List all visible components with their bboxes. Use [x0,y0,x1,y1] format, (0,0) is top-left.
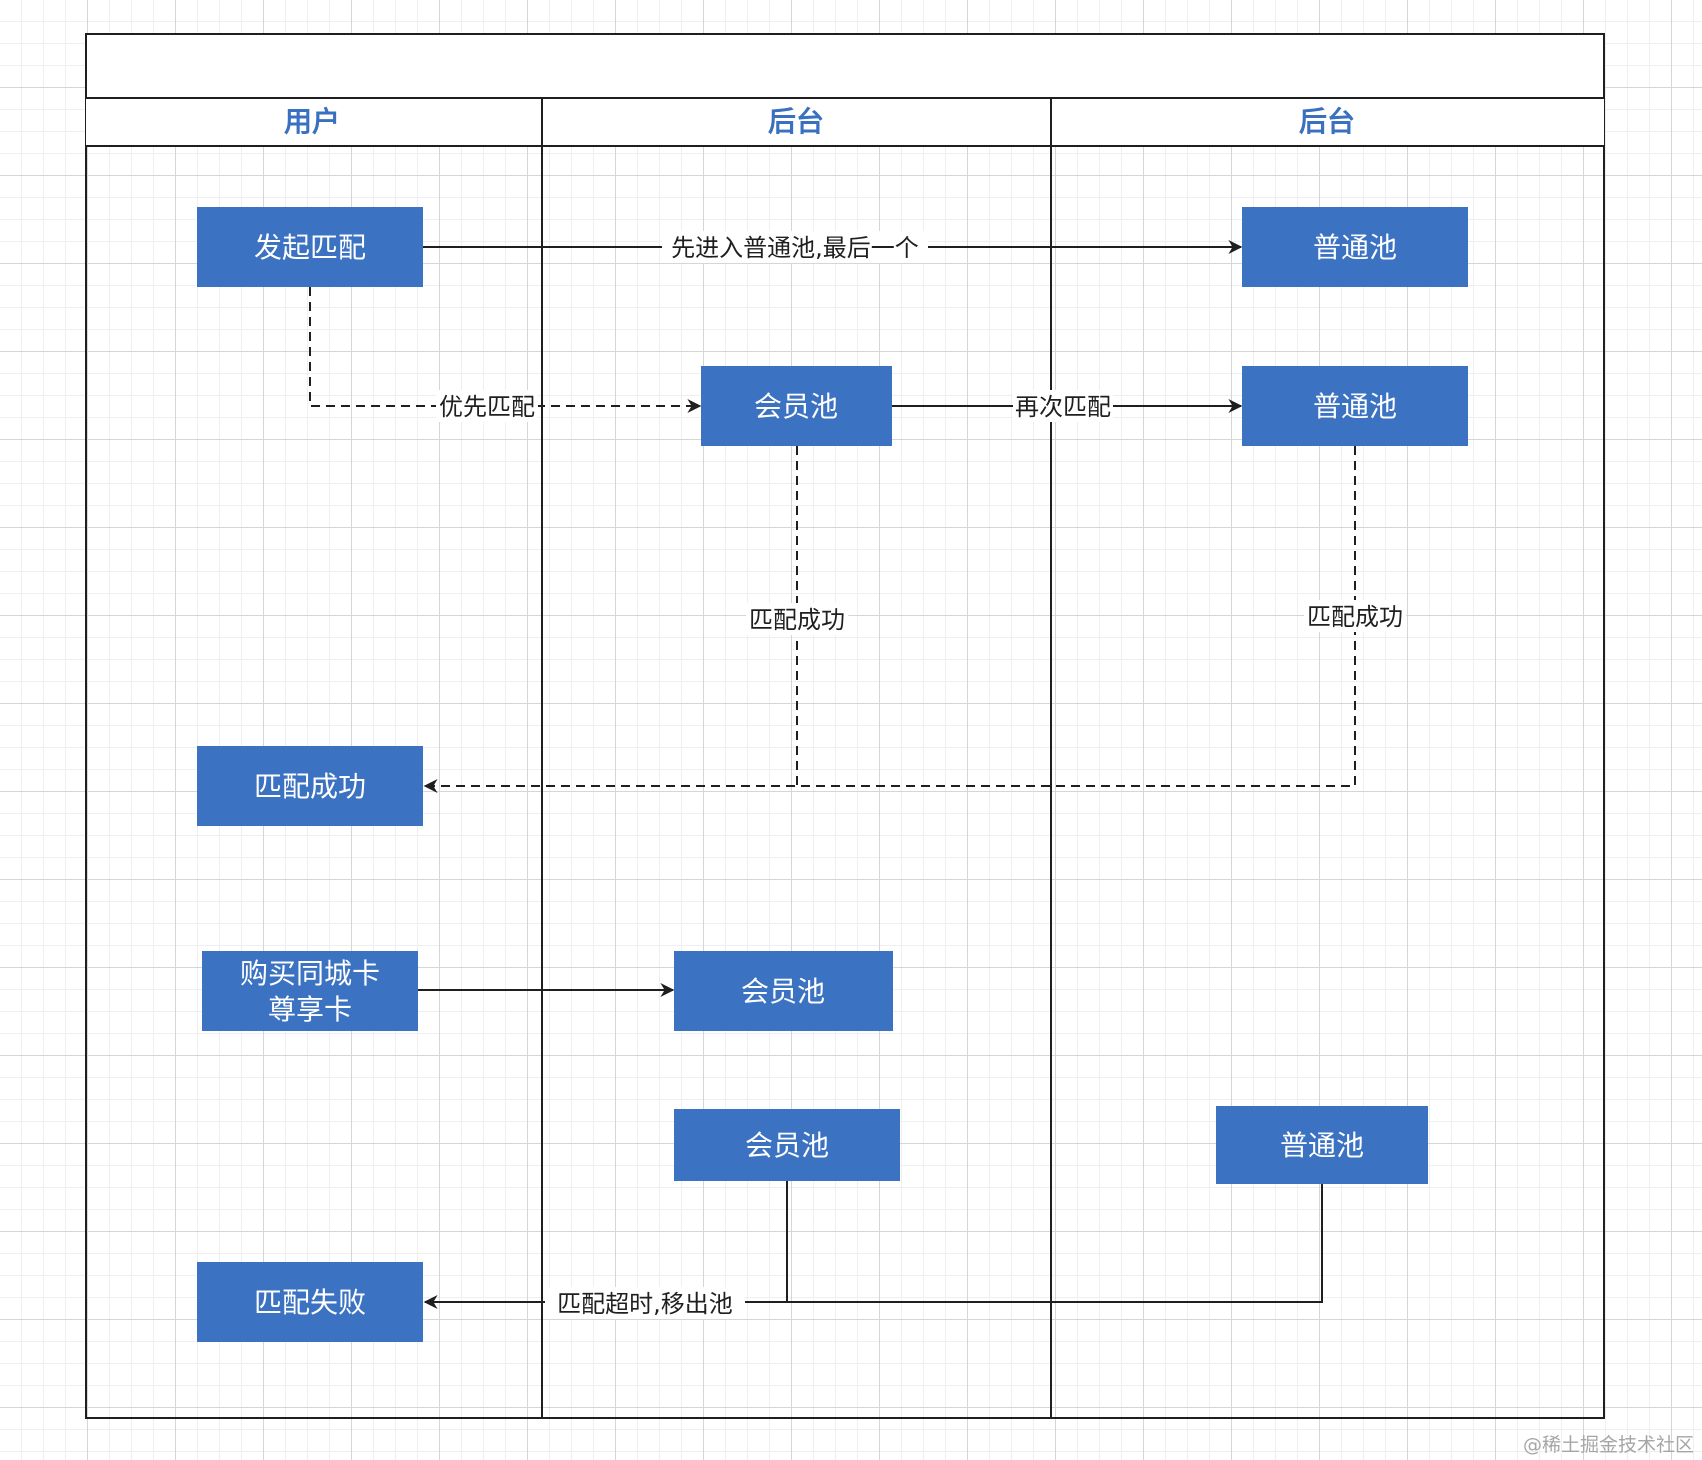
node-label: 匹配成功 [254,770,366,803]
edge-label-member-to-normal: 再次匹配 [1015,393,1111,421]
node-label: 会员池 [754,390,838,423]
node-box[interactable] [202,951,418,1031]
pool-header-band [85,33,1605,99]
swimlane-pool: 用户 后台 后台 [85,33,1605,1419]
node-member-pool-3[interactable]: 会员池 [674,1109,900,1181]
node-normal-pool-2[interactable]: 普通池 [1242,366,1468,446]
edge-label-start-to-member: 优先匹配 [439,393,535,421]
node-label: 会员池 [741,975,825,1008]
node-match-success[interactable]: 匹配成功 [197,746,423,826]
node-member-pool-1[interactable]: 会员池 [701,366,892,446]
edge-label-bg [746,603,848,635]
edge-labels: 先进入普通池,最后一个 优先匹配 再次匹配 匹配成功 匹配成功 匹配超时,移出池 [436,231,1406,1319]
node-box[interactable] [1242,366,1468,446]
lane-header-band [86,98,1604,146]
edge-label-bg [1013,390,1113,422]
edge-label-bg [662,231,928,263]
node-normal-pool-3[interactable]: 普通池 [1216,1106,1428,1184]
node-label: 普通池 [1313,231,1397,264]
edge-label-start-to-normal: 先进入普通池,最后一个 [671,234,919,262]
edge-label-member-success: 匹配成功 [749,606,845,634]
node-label: 匹配失败 [254,1286,366,1319]
node-label-line-2: 尊享卡 [268,993,352,1026]
edge-label-bg [545,1287,745,1319]
node-match-fail[interactable]: 匹配失败 [197,1262,423,1342]
node-box[interactable] [1242,207,1468,287]
lane-title-backend-2: 后台 [1299,105,1355,138]
node-normal-pool-1[interactable]: 普通池 [1242,207,1468,287]
edge-normal-pool-success[interactable] [423,446,1356,793]
node-box[interactable] [674,1109,900,1181]
node-box[interactable] [197,1262,423,1342]
lane-title-user: 用户 [284,105,340,138]
node-member-pool-2[interactable]: 会员池 [674,951,893,1031]
edge-label-bg [1304,600,1406,632]
node-label: 发起匹配 [254,231,366,264]
node-box[interactable] [197,207,423,287]
node-box[interactable] [197,746,423,826]
node-label: 普通池 [1280,1129,1364,1162]
node-label-line-1: 购买同城卡 [240,957,380,990]
edge-label-bg [436,390,538,422]
edge-start-to-member-pool[interactable] [309,287,702,413]
node-buy-card[interactable]: 购买同城卡 尊享卡 [202,951,418,1031]
edge-normal-pool-timeout[interactable] [423,1184,1323,1309]
node-box[interactable] [701,366,892,446]
lane-title-backend-1: 后台 [768,105,824,138]
node-box[interactable] [674,951,893,1031]
edge-label-timeout-remove: 匹配超时,移出池 [557,1290,733,1318]
nodes: 发起匹配 普通池 会员池 普通池 匹配成功 购买同城卡 尊享卡 会员池 [197,207,1468,1342]
watermark: @稀土掘金技术社区 [1523,1434,1694,1456]
node-label: 会员池 [745,1129,829,1162]
edge-label-normal-success: 匹配成功 [1307,603,1403,631]
node-label: 普通池 [1313,390,1397,423]
node-box[interactable] [1216,1106,1428,1184]
node-start-match[interactable]: 发起匹配 [197,207,423,287]
